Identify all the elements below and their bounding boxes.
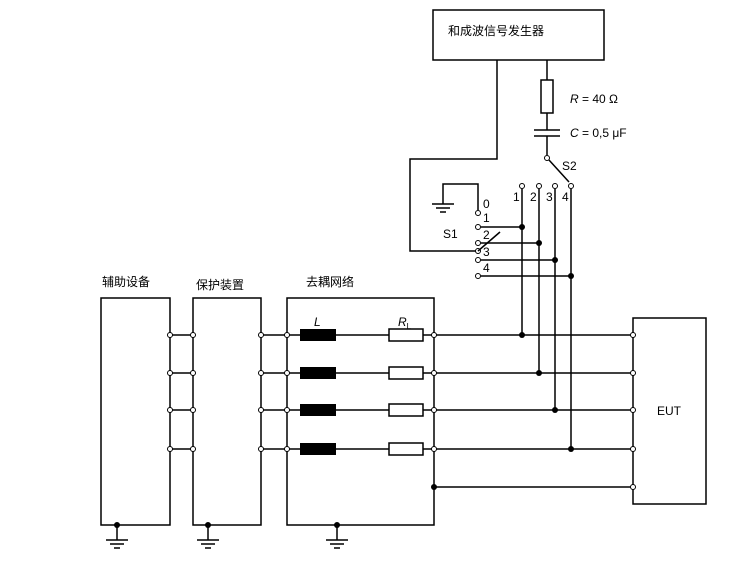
- line-2: [170, 366, 633, 380]
- protection-device-label: 保护装置: [196, 278, 244, 292]
- protection-device-box: [192, 297, 262, 526]
- s1-terminal-3: [475, 257, 481, 263]
- protect-in-terminal-3: [190, 407, 196, 413]
- junction-s1-4: [568, 273, 574, 279]
- s1-pos-3: 3: [483, 245, 490, 259]
- line-1: [170, 328, 633, 342]
- junction-s1-1: [519, 224, 525, 230]
- aux-terminal-3: [167, 407, 173, 413]
- ground-cdn: [326, 522, 348, 549]
- s2-terminal-4: [568, 183, 574, 189]
- junction-line-2: [536, 370, 542, 376]
- eut-terminal-3: [630, 407, 636, 413]
- junction-line-4: [568, 446, 574, 452]
- s1-terminal-2: [475, 240, 481, 246]
- gen-to-s1-wire: [409, 60, 498, 252]
- load-resistor-1: [388, 328, 424, 342]
- eut-label: EUT: [657, 404, 682, 418]
- junction-s1-2: [536, 240, 542, 246]
- cdn-out-terminal-1: [431, 332, 437, 338]
- capacitor-label: C = 0,5 μF: [570, 126, 627, 140]
- resistor-r: [540, 79, 554, 114]
- s1-terminal-4: [475, 273, 481, 279]
- s2-pos-4: 4: [562, 190, 569, 204]
- s2-blade: [548, 159, 570, 183]
- line-3: [170, 403, 633, 417]
- capacitor-value: = 0,5 μF: [579, 126, 627, 140]
- inductor-4: [300, 443, 336, 455]
- generator-label: 和成波信号发生器: [448, 23, 544, 38]
- eut-terminal-2: [630, 370, 636, 376]
- aux-terminal-1: [167, 332, 173, 338]
- ground-aux: [106, 522, 128, 549]
- inductor-1: [300, 329, 336, 341]
- ground-protect: [197, 522, 219, 549]
- load-resistor-label: RL: [398, 315, 412, 331]
- load-resistor-3: [388, 403, 424, 417]
- cdn-in-terminal-1: [284, 332, 290, 338]
- junction-line-1: [519, 332, 525, 338]
- s2-pos-1: 1: [513, 190, 520, 204]
- protect-out-terminal-3: [258, 407, 264, 413]
- capacitor-symbol: C: [570, 126, 579, 140]
- s1-blade: [477, 231, 501, 252]
- junction-reference-cdn: [431, 484, 437, 490]
- load-resistor-symbol: R: [398, 315, 407, 329]
- cdn-in-terminal-2: [284, 370, 290, 376]
- line-4: [170, 442, 633, 456]
- eut-terminal-reference: [630, 484, 636, 490]
- generator-box: [432, 9, 605, 61]
- protect-out-terminal-1: [258, 332, 264, 338]
- protect-in-terminal-1: [190, 332, 196, 338]
- resistor-value: = 40 Ω: [579, 92, 618, 106]
- s1-pos-2: 2: [483, 228, 490, 242]
- inductor-3: [300, 404, 336, 416]
- protect-in-terminal-4: [190, 446, 196, 452]
- load-resistor-4: [388, 442, 424, 456]
- s2-pos-3: 3: [546, 190, 553, 204]
- s1-terminal-0: [475, 210, 481, 216]
- s2-terminal-1: [519, 183, 525, 189]
- s2-terminal-3: [552, 183, 558, 189]
- decoupling-network-label: 去耦网络: [306, 274, 354, 289]
- aux-terminal-4: [167, 446, 173, 452]
- s1-terminal-1: [475, 224, 481, 230]
- resistor-label: R = 40 Ω: [570, 92, 618, 106]
- block-terminals: [167, 332, 636, 490]
- s1-label: S1: [443, 227, 458, 241]
- s1-pos-1: 1: [483, 211, 490, 225]
- s2-pos-2: 2: [530, 190, 537, 204]
- cdn-out-terminal-2: [431, 370, 437, 376]
- s1-pos-0: 0: [483, 197, 490, 211]
- aux-terminal-2: [167, 370, 173, 376]
- s2-label: S2: [562, 159, 577, 173]
- cdn-out-terminal-4: [431, 446, 437, 452]
- inductor-2: [300, 367, 336, 379]
- s2-pivot-terminal: [544, 155, 550, 161]
- junction-line-3: [552, 407, 558, 413]
- eut-box: [632, 317, 707, 505]
- eut-terminal-1: [630, 332, 636, 338]
- junction-s1-3: [552, 257, 558, 263]
- s2-terminal-2: [536, 183, 542, 189]
- inductor-label: L: [314, 315, 321, 329]
- cdn-in-terminal-4: [284, 446, 290, 452]
- cdn-out-terminal-3: [431, 407, 437, 413]
- aux-equipment-box: [100, 297, 171, 526]
- aux-equipment-label: 辅助设备: [102, 275, 150, 289]
- load-resistor-sub: L: [407, 322, 412, 331]
- eut-terminal-4: [630, 446, 636, 452]
- load-resistor-2: [388, 366, 424, 380]
- resistor-symbol: R: [570, 92, 579, 106]
- protect-out-terminal-2: [258, 370, 264, 376]
- protect-out-terminal-4: [258, 446, 264, 452]
- s1-pos-4: 4: [483, 261, 490, 275]
- cdn-in-terminal-3: [284, 407, 290, 413]
- s1-ground-wire: [442, 183, 479, 210]
- protect-in-terminal-2: [190, 370, 196, 376]
